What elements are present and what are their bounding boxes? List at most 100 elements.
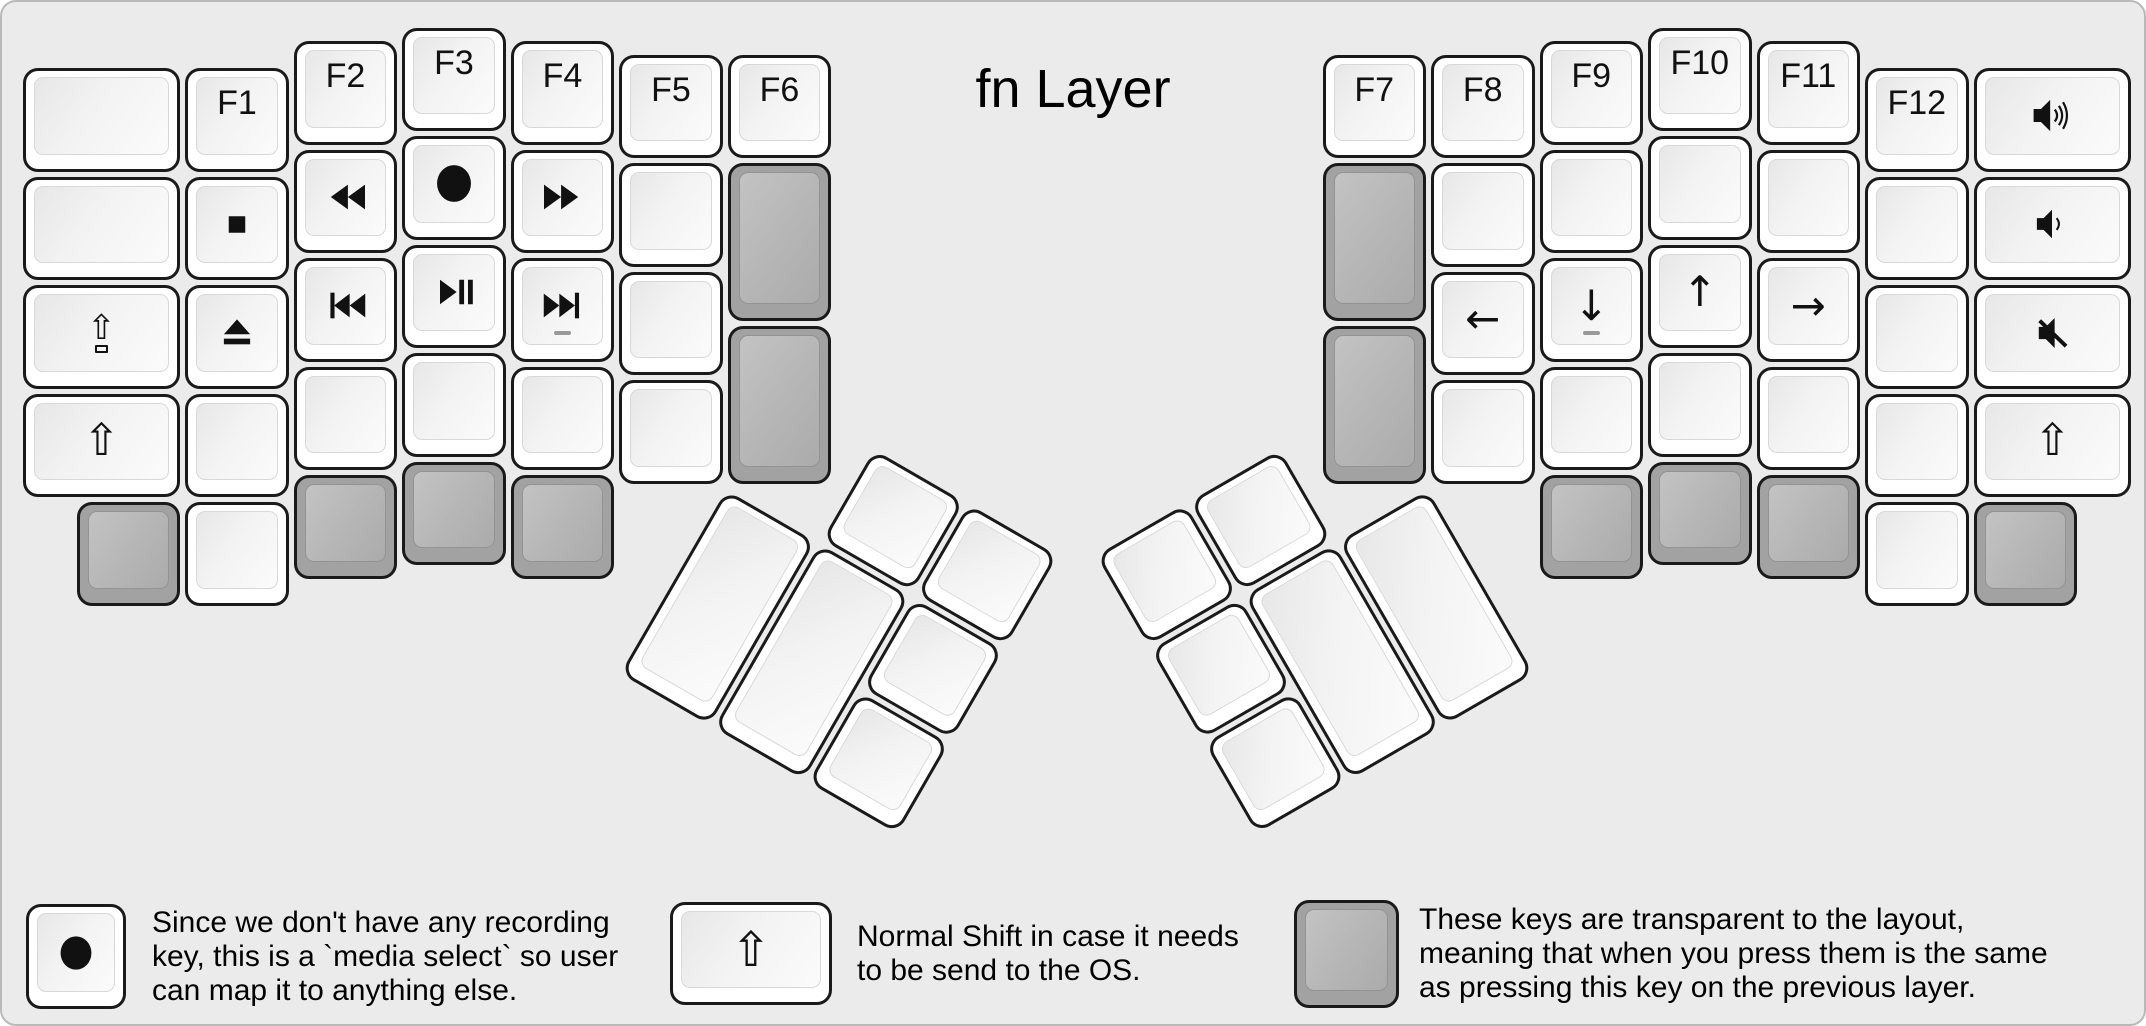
key-left-col3-row4[interactable] [293, 366, 398, 471]
key-left-col6-row2[interactable] [619, 163, 723, 267]
key-left-col1-row2[interactable] [22, 176, 181, 281]
key-f5[interactable]: F5 [619, 54, 723, 159]
key-left-shift[interactable]: ⇧ [22, 393, 181, 498]
key-face [1550, 484, 1632, 562]
key-f9[interactable]: F9 [1539, 41, 1643, 145]
key-f1[interactable]: F1 [185, 68, 289, 172]
key-left-col6-row4[interactable] [619, 380, 723, 484]
key-face [87, 511, 170, 589]
legend-line: to be send to the OS. [857, 953, 1141, 987]
key-left-col6-row3[interactable] [619, 271, 723, 376]
key-face: F10 [1659, 36, 1741, 114]
key-eject[interactable] [185, 285, 289, 389]
key-right-col6-row3[interactable] [1865, 285, 1969, 389]
key-left-col3-row5-transparent[interactable] [293, 475, 398, 579]
key-left-inner-transparent-1[interactable] [727, 163, 832, 321]
key-face [196, 511, 278, 589]
key-left-col4-row4[interactable] [402, 353, 506, 457]
key-right-col4-row4[interactable] [1648, 353, 1752, 457]
key-prev-track[interactable] [293, 258, 398, 362]
key-right-col5-row2[interactable] [1756, 149, 1860, 254]
key-face [1305, 909, 1388, 991]
key-next-track[interactable] [510, 258, 615, 362]
key-face [1203, 463, 1314, 571]
key-left-col4-row5-transparent[interactable] [402, 461, 506, 565]
shift-bar-icon: ⇧ [87, 311, 116, 354]
key-right-col3-row4[interactable] [1539, 366, 1643, 471]
key-left-caps-shift[interactable]: ⇧ [22, 285, 181, 389]
key-right-col6-row4[interactable] [1865, 393, 1969, 498]
key-right-col6-row5[interactable] [1865, 502, 1969, 606]
key-f3[interactable]: F3 [402, 27, 506, 131]
key-right-col3-row2[interactable] [1539, 149, 1643, 254]
key-face [413, 470, 495, 548]
key-stop[interactable] [185, 176, 289, 281]
key-right-col5-row5-transparent[interactable] [1756, 475, 1860, 579]
key-right-col2-row2[interactable] [1431, 163, 1535, 267]
key-f8[interactable]: F8 [1431, 54, 1535, 159]
key-label: F7 [1354, 70, 1395, 109]
key-label: F9 [1571, 57, 1612, 96]
key-right-col6-row2[interactable] [1865, 176, 1969, 281]
legend-transparent-text: These keys are transparent to the layout… [1419, 903, 2048, 1005]
key-right-col4-row2[interactable] [1648, 136, 1752, 240]
key-left-inner-transparent-2[interactable] [727, 325, 832, 484]
key-face [1767, 375, 1849, 454]
key-right-inner-transparent-1[interactable] [1322, 163, 1426, 321]
key-f6[interactable]: F6 [727, 54, 832, 159]
key-left-col2-row4[interactable] [185, 393, 289, 498]
key-label: F11 [1780, 57, 1837, 96]
key-right-row5-transparent[interactable] [1973, 502, 2077, 606]
key-right-col3-row5-transparent[interactable] [1539, 475, 1643, 579]
key-face: ⇧ [33, 294, 170, 372]
key-rewind[interactable] [293, 149, 398, 254]
key-left-col5-row5-transparent[interactable] [510, 475, 615, 579]
volume-mute-icon [2030, 315, 2074, 351]
key-volume-down[interactable] [1973, 176, 2132, 281]
key-right-col5-row4[interactable] [1756, 366, 1860, 471]
key-arrow-down[interactable]: ↓ [1539, 258, 1643, 362]
key-face [1876, 185, 1958, 264]
key-label: F3 [434, 43, 474, 82]
key-f10[interactable]: F10 [1648, 27, 1752, 131]
key-face [1442, 172, 1524, 250]
key-face: F7 [1333, 63, 1415, 142]
key-f12[interactable]: F12 [1865, 68, 1969, 172]
key-left-row5-transparent[interactable] [76, 502, 181, 606]
key-face [1984, 294, 2121, 372]
key-face [1109, 517, 1220, 626]
key-right-inner-transparent-2[interactable] [1322, 325, 1426, 484]
rewind-icon [323, 178, 369, 216]
record-icon [432, 164, 476, 203]
key-volume-mute[interactable] [1973, 285, 2132, 389]
key-label: F8 [1462, 70, 1503, 109]
key-record-media-select[interactable] [402, 136, 506, 240]
key-right-col4-row5-transparent[interactable] [1648, 461, 1752, 565]
key-arrow-right[interactable]: → [1756, 258, 1860, 362]
legend-line: These keys are transparent to the layout… [1419, 903, 1965, 936]
key-f2[interactable]: F2 [293, 41, 398, 145]
key-face [1550, 375, 1632, 454]
volume-up-icon [2029, 97, 2075, 134]
homing-bar [1582, 331, 1600, 335]
key-right-shift[interactable]: ⇧ [1973, 393, 2132, 498]
key-f7[interactable]: F7 [1322, 54, 1426, 159]
key-face [1550, 158, 1632, 237]
key-volume-up[interactable] [1973, 68, 2132, 172]
key-left-col5-row4[interactable] [510, 366, 615, 471]
key-fast-forward[interactable] [510, 149, 615, 254]
key-left-col1-row1[interactable] [22, 68, 181, 172]
key-right-col2-row4[interactable] [1431, 380, 1535, 484]
key-arrow-left[interactable]: ← [1431, 271, 1535, 376]
key-arrow-up[interactable]: ↑ [1648, 244, 1752, 348]
key-face [196, 402, 278, 481]
key-f11[interactable]: F11 [1756, 41, 1860, 145]
key-play-pause[interactable] [402, 244, 506, 348]
key-face [413, 362, 495, 440]
key-face [521, 375, 604, 454]
key-left-col2-row5[interactable] [185, 502, 289, 606]
key-face [840, 463, 950, 571]
key-f4[interactable]: F4 [510, 41, 615, 145]
key-face [304, 267, 387, 345]
